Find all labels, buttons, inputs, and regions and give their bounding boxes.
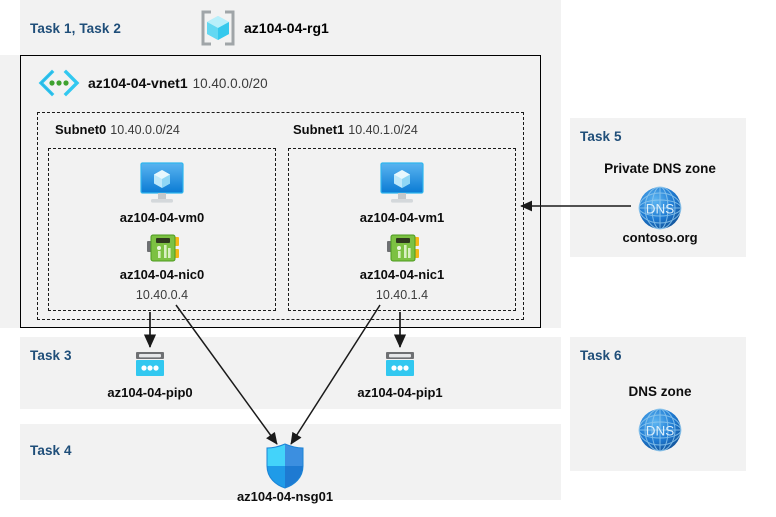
subnet-0-cidr: 10.40.0.0/24	[110, 123, 180, 137]
vnet-header: az104-04-vnet1 10.40.0.0/20	[88, 75, 268, 91]
nic-0-label: az104-04-nic0	[119, 267, 205, 282]
task-label-1-2: Task 1, Task 2	[30, 21, 121, 36]
svg-text:DNS: DNS	[646, 424, 675, 439]
network-interface-icon	[145, 232, 181, 264]
network-security-group-icon	[262, 442, 308, 490]
vnet-container	[20, 55, 541, 328]
private-dns-zone-heading: Private DNS zone	[604, 161, 716, 176]
public-ip-address-icon	[133, 350, 167, 380]
dns-zone-icon: DNS	[634, 184, 686, 232]
subnets-container	[37, 112, 524, 320]
pip-0-label: az104-04-pip0	[107, 385, 193, 400]
resource-group-header-band	[20, 0, 561, 55]
subnet-1-box	[288, 148, 516, 311]
task-label-5: Task 5	[580, 129, 622, 144]
virtual-network-icon	[38, 69, 80, 97]
nic-1-label: az104-04-nic1	[359, 267, 445, 282]
task-label-6: Task 6	[580, 348, 622, 363]
virtual-machine-icon	[136, 160, 188, 206]
private-dns-zone-name: contoso.org	[622, 230, 698, 245]
subnet-1-cidr: 10.40.1.0/24	[348, 123, 418, 137]
vnet-address-space: 10.40.0.0/20	[192, 75, 268, 91]
pip-1-label: az104-04-pip1	[357, 385, 443, 400]
task-label-3: Task 3	[30, 348, 72, 363]
subnet-1-name: Subnet1	[293, 122, 345, 137]
nsg-label: az104-04-nsg01	[236, 489, 334, 504]
subnet-0-box	[48, 148, 276, 311]
task-label-4: Task 4	[30, 443, 72, 458]
vm-0-label: az104-04-vm0	[119, 210, 205, 225]
dns-zone-heading: DNS zone	[628, 384, 692, 399]
public-ip-address-icon	[383, 350, 417, 380]
public-ip-band	[20, 337, 561, 409]
vnet-name: az104-04-vnet1	[88, 75, 188, 91]
resource-group-name: az104-04-rg1	[244, 20, 329, 36]
virtual-machine-icon	[376, 160, 428, 206]
resource-group-icon	[198, 8, 238, 48]
subnet-0-name: Subnet0	[55, 122, 107, 137]
vm-1-label: az104-04-vm1	[359, 210, 445, 225]
dns-zone-icon: DNS	[634, 406, 686, 454]
network-interface-icon	[385, 232, 421, 264]
svg-text:DNS: DNS	[646, 202, 675, 217]
nic-1-ip: 10.40.1.4	[375, 288, 429, 302]
nic-0-ip: 10.40.0.4	[135, 288, 189, 302]
